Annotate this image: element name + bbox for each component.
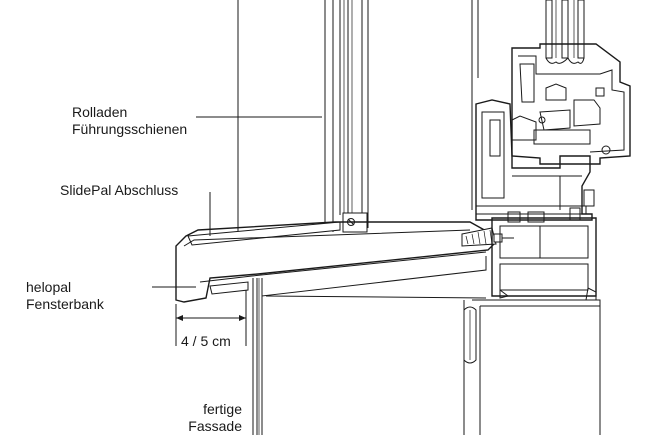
- label-helopal-line1: helopal: [26, 279, 72, 295]
- label-rolladen-line1: Rolladen: [72, 104, 128, 120]
- label-slidepal: SlidePal Abschluss: [60, 182, 179, 198]
- leader-lines: [152, 116, 322, 288]
- window-frame-profile: [475, 0, 631, 301]
- shutter-guide-rails: [324, 0, 369, 233]
- label-fassade: fertige Fassade: [150, 401, 242, 435]
- label-fassade-line2: Fassade: [188, 418, 242, 434]
- seal-detail: [461, 227, 514, 247]
- helopal-sill: [175, 221, 495, 303]
- dimension-line: [175, 290, 247, 346]
- lower-wall-block: [463, 299, 601, 435]
- label-dimension: 4 / 5 cm: [181, 333, 231, 349]
- label-rolladen: Rolladen Führungsschienen: [72, 104, 187, 138]
- label-rolladen-line2: Führungsschienen: [72, 121, 188, 137]
- label-helopal-line2: Fensterbank: [26, 296, 104, 312]
- wall-lines: [237, 0, 263, 435]
- label-helopal: helopal Fensterbank: [26, 279, 104, 313]
- label-fassade-line1: fertige: [203, 401, 242, 417]
- inner-wall-lines: [471, 0, 479, 210]
